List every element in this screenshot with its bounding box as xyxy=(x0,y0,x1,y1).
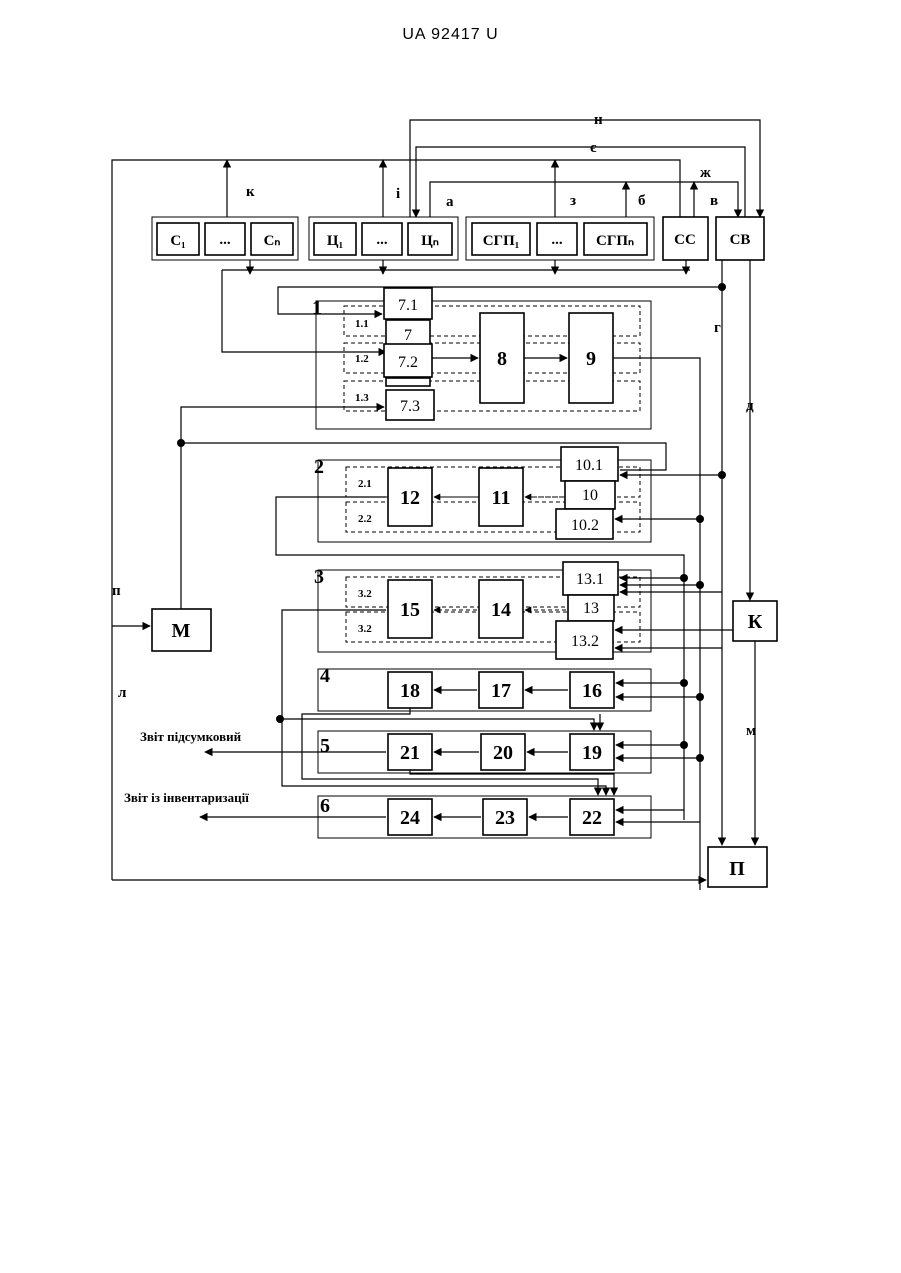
label-c1: С₁ xyxy=(170,233,185,249)
sublabel-3-2a: 3.2 xyxy=(358,588,372,600)
label-21: 21 xyxy=(400,742,420,764)
output-inventory-report: Звіт із інвентаризації xyxy=(124,790,249,805)
label-ss: СС xyxy=(674,232,696,248)
label-10: 10 xyxy=(582,487,598,504)
label-19: 19 xyxy=(582,742,602,764)
arrow-a: а xyxy=(446,194,454,210)
group-label-3: 3 xyxy=(314,566,324,588)
sublabel-1-3: 1.3 xyxy=(355,392,369,404)
label-10-1: 10.1 xyxy=(575,457,603,474)
sublabel-3-2b: 3.2 xyxy=(358,623,372,635)
label-7-2: 7.2 xyxy=(398,354,418,371)
arrow-v: в xyxy=(710,193,718,209)
label-10-2: 10.2 xyxy=(571,517,599,534)
label-sgpn: СГПₙ xyxy=(596,233,634,249)
label-7-3: 7.3 xyxy=(400,398,420,415)
label-20: 20 xyxy=(493,742,513,764)
sublabel-1-1: 1.1 xyxy=(355,318,369,330)
arrow-l: л xyxy=(118,685,127,701)
label-12: 12 xyxy=(400,487,420,509)
output-summary-report: Звіт підсумковий xyxy=(140,729,242,744)
label-ts1: Ц₁ xyxy=(327,233,343,249)
label-c-dots: ... xyxy=(219,232,231,248)
arrow-p: п xyxy=(112,583,121,599)
label-ts-dots: ... xyxy=(376,232,388,248)
sublabel-2-2: 2.2 xyxy=(358,513,372,525)
label-22: 22 xyxy=(582,807,602,829)
label-7: 7 xyxy=(404,327,412,344)
label-17: 17 xyxy=(491,680,511,702)
label-15: 15 xyxy=(400,599,420,621)
arrow-i: і xyxy=(396,186,400,202)
label-sgp-dots: ... xyxy=(551,232,563,248)
arrow-b: б xyxy=(638,193,646,209)
arrow-n: н xyxy=(594,112,603,128)
sublabel-1-2: 1.2 xyxy=(355,353,369,365)
arrow-g: г xyxy=(714,320,721,336)
arrow-k: к xyxy=(246,184,255,200)
label-18: 18 xyxy=(400,680,420,702)
label-7-1: 7.1 xyxy=(398,297,418,314)
label-9: 9 xyxy=(586,348,596,370)
group-label-6: 6 xyxy=(320,795,330,817)
group-label-5: 5 xyxy=(320,735,330,757)
group-label-1: 1 xyxy=(312,297,322,319)
arrow-ye: є xyxy=(590,140,597,156)
label-11: 11 xyxy=(492,487,511,509)
label-sgp1: СГП₁ xyxy=(483,233,520,249)
group-label-2: 2 xyxy=(314,456,324,478)
sublabel-2-1: 2.1 xyxy=(358,478,372,490)
label-13: 13 xyxy=(583,600,599,617)
label-16: 16 xyxy=(582,680,602,702)
arrow-z: з xyxy=(570,193,576,209)
label-13-1: 13.1 xyxy=(576,571,604,588)
arrow-zh: ж xyxy=(700,165,711,181)
label-P: П xyxy=(729,858,745,880)
label-K: К xyxy=(748,611,763,633)
group-label-4: 4 xyxy=(320,665,330,687)
label-cn: Cₙ xyxy=(264,233,281,249)
label-23: 23 xyxy=(495,807,515,829)
label-tsn: Цₙ xyxy=(421,233,439,249)
label-M: М xyxy=(172,620,191,642)
label-14: 14 xyxy=(491,599,511,621)
label-sv: СВ xyxy=(730,232,751,248)
arrow-m: м xyxy=(746,723,756,739)
arrow-d: д xyxy=(746,398,754,414)
label-24: 24 xyxy=(400,807,420,829)
label-13-2: 13.2 xyxy=(571,633,599,650)
label-8: 8 xyxy=(497,348,507,370)
